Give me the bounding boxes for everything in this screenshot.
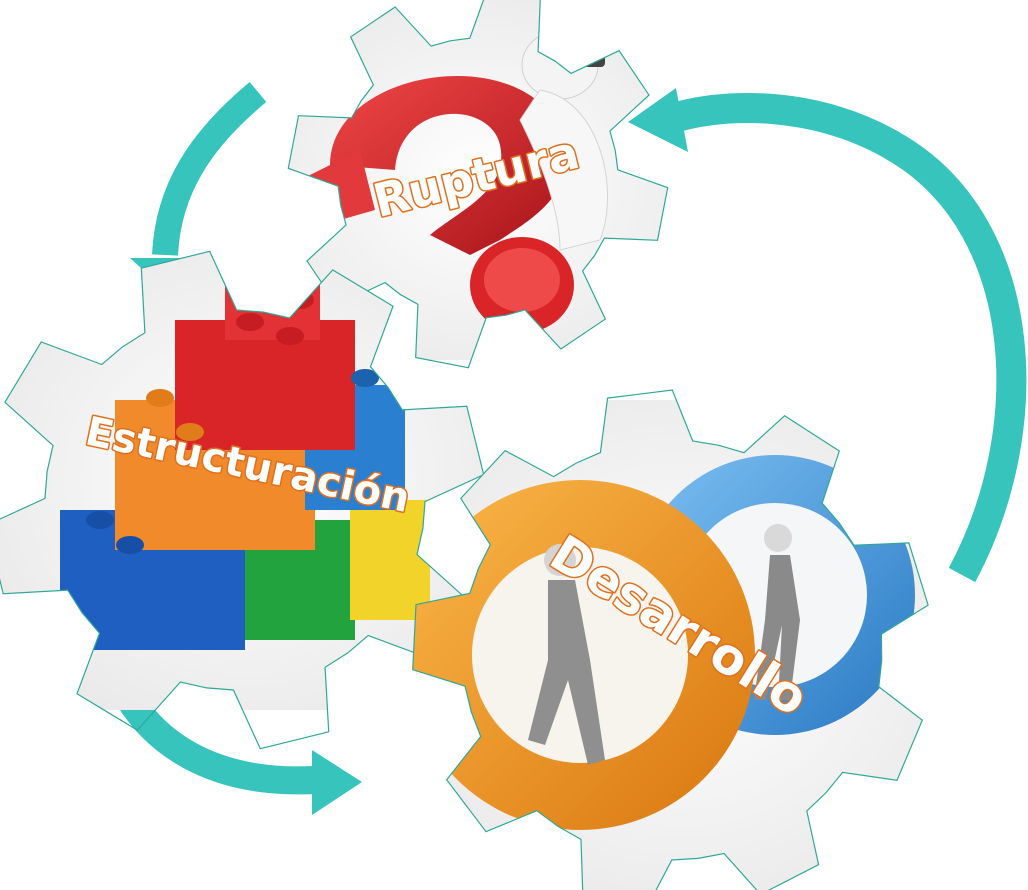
walking-figure-icon: [528, 544, 605, 765]
cycle-arrow-icon: [152, 81, 267, 256]
cycle-arrow-icon: [656, 92, 1027, 583]
arrow-head: [628, 88, 688, 152]
arrow-head: [312, 750, 362, 815]
walking-figure-icon: [754, 524, 800, 700]
gear-icon: [412, 480, 755, 830]
